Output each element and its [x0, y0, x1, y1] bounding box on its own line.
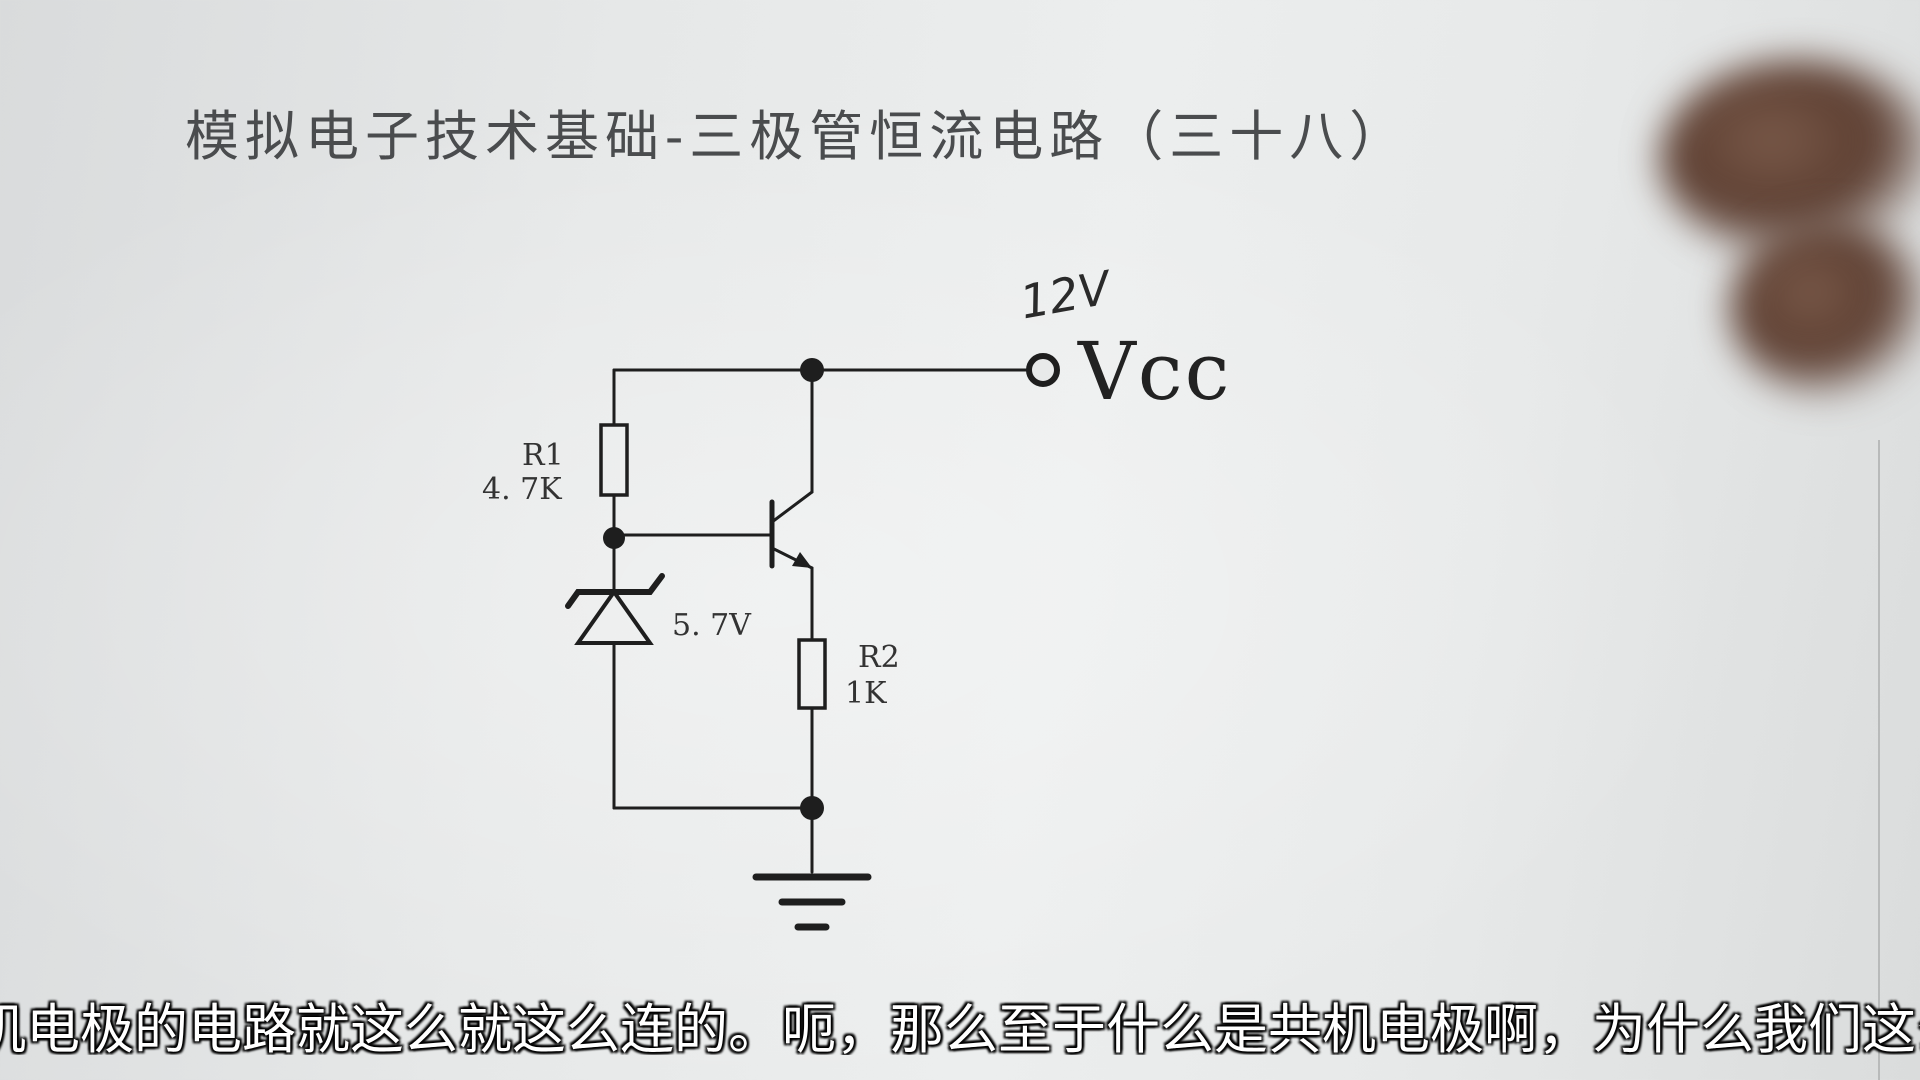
zener-diode — [574, 588, 654, 645]
paper-edge — [1878, 440, 1880, 1080]
junction-bottom — [800, 796, 824, 820]
zener-value: 5. 7V — [672, 608, 751, 643]
r2-name: R2 — [858, 640, 900, 675]
vcc-label: Vcc — [1078, 325, 1232, 418]
r1-value: 4. 7K — [482, 472, 562, 507]
resistor-r2 — [797, 638, 827, 710]
video-subtitle: 机电极的电路就这么就这么连的。呃，那么至于什么是共机电极啊，为什么我们这么 — [0, 998, 1920, 1055]
blurred-finger-bottom — [1730, 220, 1920, 400]
r2-value: 1K — [845, 676, 887, 711]
junction-top — [800, 358, 824, 382]
transistor-collector — [770, 490, 814, 524]
resistor-r1 — [599, 423, 629, 497]
page-title: 模拟电子技术基础-三极管恒流电路（三十八） — [185, 105, 1410, 168]
zener-bar — [565, 573, 665, 609]
vcc-terminal — [1026, 353, 1060, 387]
emitter-arrow — [792, 552, 812, 568]
junction-base — [603, 527, 625, 549]
r1-name: R1 — [522, 438, 564, 473]
